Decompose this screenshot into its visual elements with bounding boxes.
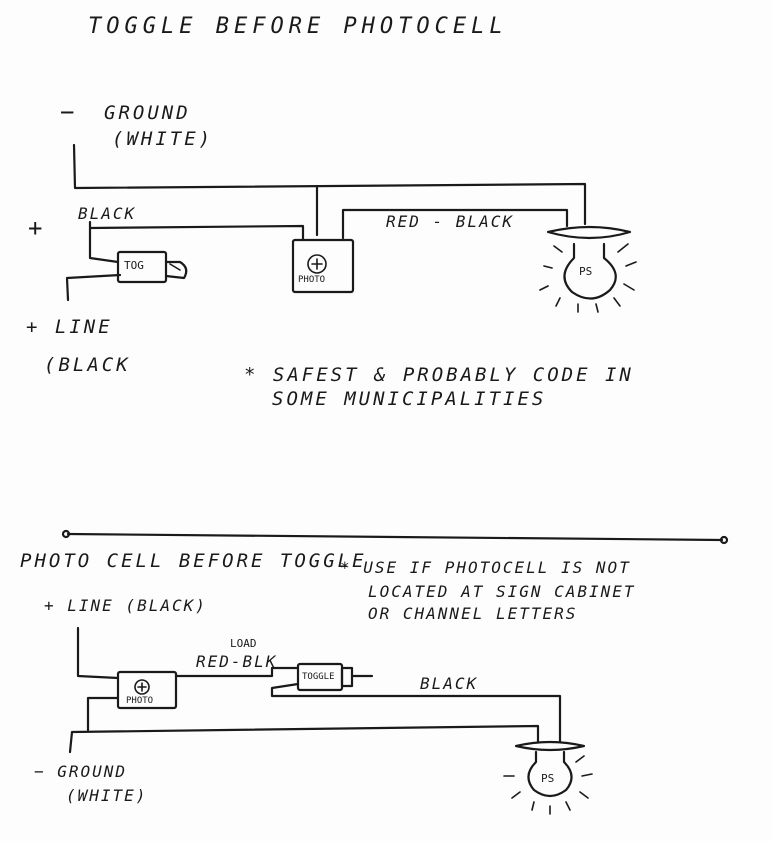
bottom-photo-label: PHOTO	[126, 696, 154, 706]
top-toggle-switch	[116, 250, 188, 284]
bottom-ground-color-label: (WHITE)	[66, 786, 148, 805]
bottom-ground-wire	[68, 724, 540, 754]
bottom-load-label: LOAD	[230, 637, 257, 650]
top-ground-wire	[72, 143, 587, 226]
bottom-photo-ground-wire	[86, 696, 120, 732]
bottom-note-line-3: OR CHANNEL LETTERS	[368, 604, 578, 623]
top-lamp-label: PS	[579, 265, 593, 278]
top-black-wire	[88, 220, 305, 264]
top-black-label: BLACK	[78, 204, 137, 223]
bottom-ground-label: − GROUND	[34, 762, 128, 781]
top-minus-sign: −	[60, 98, 77, 126]
bottom-line-label: + LINE (BLACK)	[44, 596, 207, 615]
top-line-color-label: (BLACK	[44, 354, 131, 376]
bottom-toggle-label: TOGGLE	[302, 672, 335, 682]
bottom-line-wire	[76, 626, 120, 680]
top-plus-sign: +	[28, 214, 45, 242]
bottom-red-blk-wire	[174, 666, 300, 678]
bottom-photocell	[116, 670, 178, 710]
bottom-note-line-2: LOCATED AT SIGN CABINET	[368, 582, 636, 601]
bottom-note-line-1: * USE IF PHOTOCELL IS NOT	[340, 558, 631, 577]
top-note-line-2: SOME MUNICIPALITIES	[272, 388, 547, 410]
top-diagram-title: TOGGLE BEFORE PHOTOCELL	[88, 14, 508, 39]
bottom-black-wire	[270, 682, 562, 744]
top-toggle-label: TOG	[124, 259, 144, 272]
top-ground-label: GROUND	[104, 102, 191, 124]
top-note-line-1: * SAFEST & PROBABLY CODE IN	[244, 364, 634, 386]
top-ground-color-label: (WHITE)	[112, 128, 214, 150]
top-photocell	[291, 238, 355, 294]
bottom-toggle-switch	[296, 662, 374, 692]
bottom-black-label: BLACK	[420, 674, 479, 693]
bottom-diagram-title: PHOTO CELL BEFORE TOGGLE	[20, 550, 367, 572]
bottom-lamp	[503, 740, 593, 815]
top-line-wire	[65, 273, 122, 302]
top-photo-label: PHOTO	[298, 275, 326, 285]
bottom-red-blk-label: RED-BLK	[196, 652, 278, 671]
section-divider	[61, 529, 729, 545]
top-red-black-wire	[341, 208, 569, 240]
bottom-lamp-label: PS	[541, 772, 555, 785]
top-red-black-label: RED - BLACK	[386, 212, 514, 231]
top-lamp	[539, 225, 637, 313]
top-line-label: + LINE	[26, 316, 113, 338]
